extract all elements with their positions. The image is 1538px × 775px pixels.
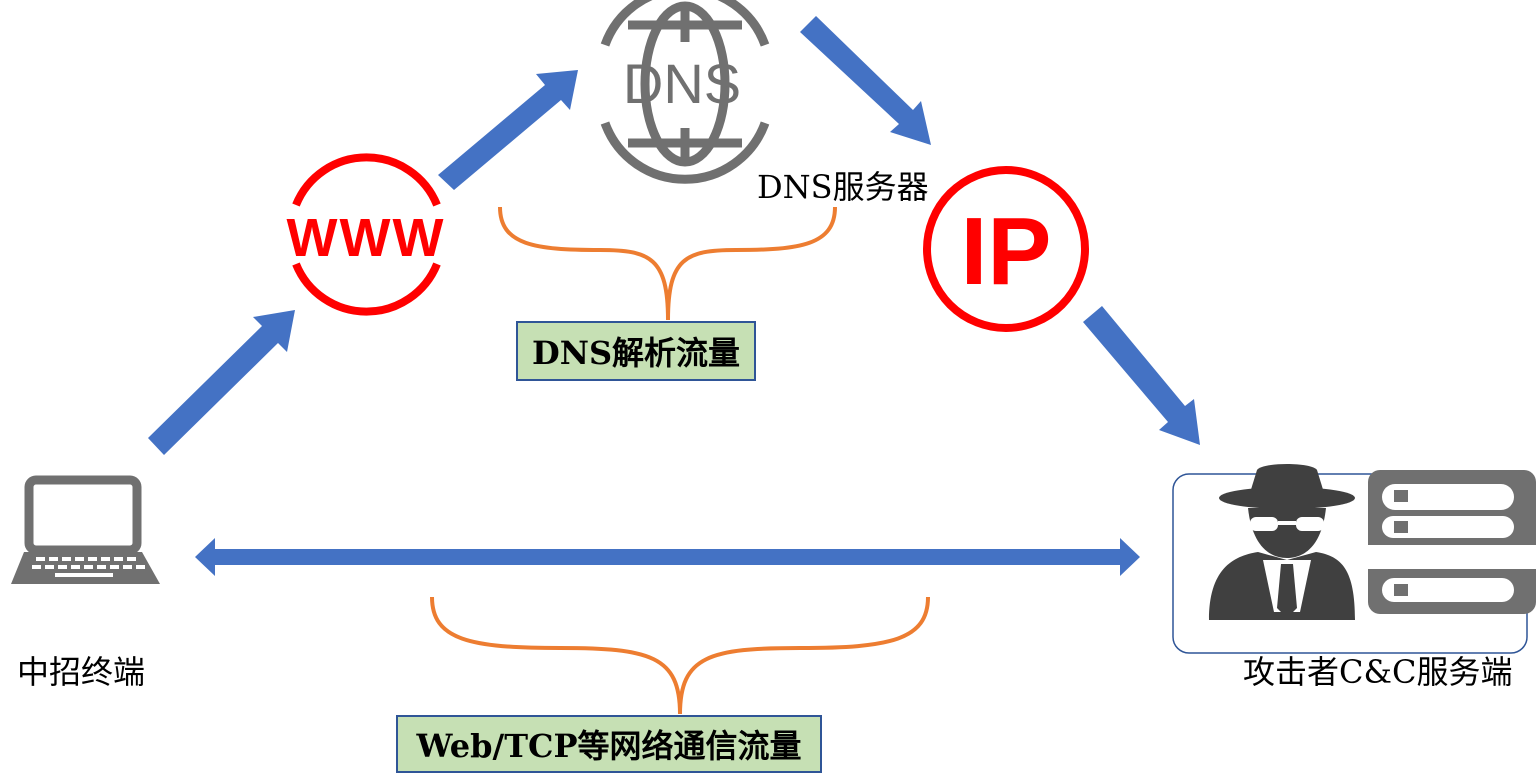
arrow-www-to-dns bbox=[438, 70, 578, 190]
attacker-label: 攻击者C&C服务端 bbox=[1243, 653, 1513, 691]
dns-globe-icon bbox=[600, 0, 770, 184]
www-icon bbox=[292, 153, 441, 316]
dns-brace bbox=[498, 206, 837, 321]
dns-traffic-label: DNS解析流量 bbox=[516, 321, 756, 381]
ip-icon bbox=[923, 166, 1089, 332]
ip-text: IP bbox=[961, 198, 1052, 305]
server-icon bbox=[1368, 470, 1536, 614]
hacker-tie-icon bbox=[1277, 564, 1297, 618]
traffic-brace bbox=[430, 596, 930, 715]
arrow-ip-to-attacker bbox=[1083, 306, 1200, 445]
victim-label: 中招终端 bbox=[17, 653, 146, 691]
dns-globe-text: DNS bbox=[623, 52, 741, 115]
arrow-dns-to-ip bbox=[800, 16, 931, 145]
web-traffic-label: Web/TCP等网络通信流量 bbox=[396, 715, 822, 773]
arrow-bidirectional-traffic bbox=[195, 538, 1140, 576]
arrow-laptop-to-www bbox=[148, 310, 295, 455]
laptop-icon bbox=[11, 475, 160, 584]
dns-server-label: DNS服务器 bbox=[757, 168, 929, 206]
www-text: WWW bbox=[287, 208, 446, 268]
